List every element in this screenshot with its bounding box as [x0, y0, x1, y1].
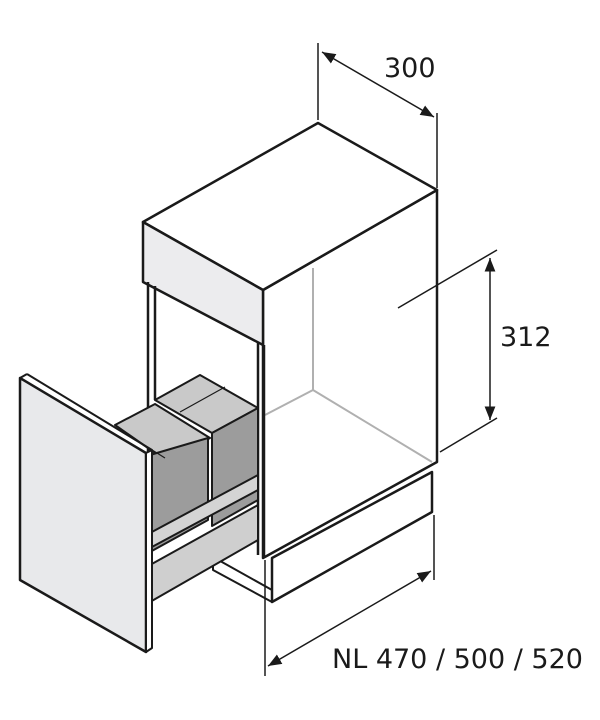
dimension-height [397, 249, 498, 453]
drawer-front [18, 373, 153, 654]
depth-label: NL 470 / 500 / 520 [332, 644, 583, 675]
width-label: 300 [384, 53, 436, 84]
dimension-depth [264, 515, 435, 676]
dimension-width [317, 43, 438, 188]
drawer-frame [149, 474, 259, 603]
height-label: 312 [500, 322, 552, 353]
